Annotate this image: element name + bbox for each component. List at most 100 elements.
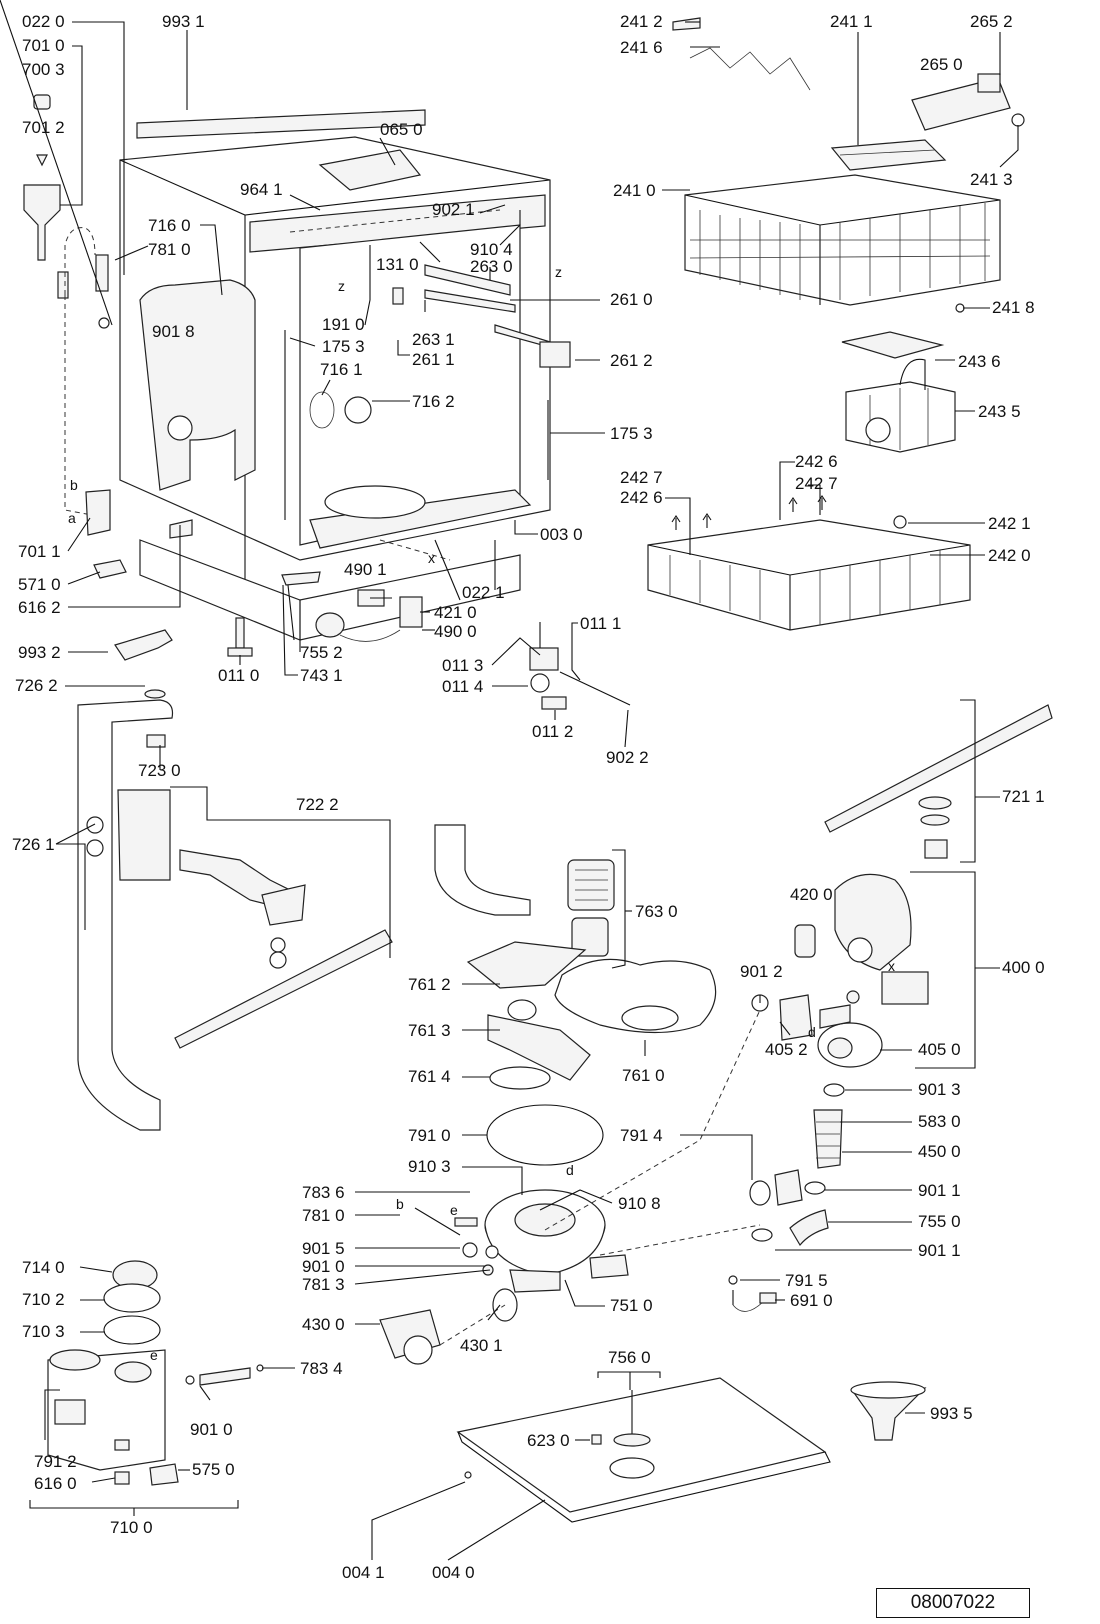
callout-400-0: 400 0 [1002, 958, 1045, 977]
callout-761-4: 761 4 [408, 1067, 451, 1086]
callout-910-4: 910 4 [470, 240, 513, 259]
letter-mark-a: a [68, 510, 76, 526]
letter-mark-x: x [428, 550, 435, 566]
callout-241-6: 241 6 [620, 38, 663, 57]
basket-assembly [647, 17, 1025, 631]
callout-716-2: 716 2 [412, 392, 455, 411]
callout-175-3b: 175 3 [610, 424, 653, 443]
sump-hole [324, 485, 426, 519]
callout-616-2: 616 2 [18, 598, 61, 617]
callout-710-2: 710 2 [22, 1290, 65, 1309]
callout-755-2: 755 2 [300, 643, 343, 662]
callout-781-3: 781 3 [302, 1275, 345, 1294]
callout-714-0: 714 0 [22, 1258, 65, 1277]
inlet-parts [23, 94, 321, 661]
callout-405-2: 405 2 [765, 1040, 808, 1059]
callout-761-3: 761 3 [408, 1021, 451, 1040]
spray-arm-assembly [77, 689, 1053, 1131]
hose-583-0 [813, 1109, 843, 1169]
callout-751-0: 751 0 [610, 1296, 653, 1315]
callout-701-0: 701 0 [22, 36, 65, 55]
callout-011-1: 011 1 [580, 614, 622, 633]
bracket-701-1 [85, 489, 111, 536]
funnel-993-5 [850, 1387, 927, 1441]
callout-583-0: 583 0 [918, 1112, 961, 1131]
callout-791-2: 791 2 [34, 1452, 77, 1471]
letter-mark-x: x [888, 958, 895, 974]
callout-964-1: 964 1 [240, 180, 283, 199]
callout-781-0: 781 0 [148, 240, 191, 259]
callout-901-8: 901 8 [152, 322, 195, 341]
callout-791-5: 791 5 [785, 1271, 828, 1290]
callout-761-2: 761 2 [408, 975, 451, 994]
callout-261-2: 261 2 [610, 351, 653, 370]
callout-191-0: 191 0 [322, 315, 365, 334]
pump-motor [834, 873, 912, 971]
callout-004-0: 004 0 [432, 1563, 475, 1582]
callout-710-3: 710 3 [22, 1322, 65, 1341]
callout-022-0: 022 0 [22, 12, 65, 31]
base-pan [456, 1377, 927, 1523]
callout-261-0: 261 0 [610, 290, 653, 309]
callout-701-1: 701 1 [18, 542, 61, 561]
callout-901-5: 901 5 [302, 1239, 345, 1258]
callout-421-0: 421 0 [434, 603, 477, 622]
callout-131-0: 131 0 [376, 255, 419, 274]
callout-901-0: 901 0 [302, 1257, 345, 1276]
lower-spray-arm [824, 704, 1053, 833]
callout-616-0: 616 0 [34, 1474, 77, 1493]
spray-inlet [344, 396, 372, 424]
callout-901-1a: 901 1 [918, 1181, 961, 1200]
callout-756-0: 756 0 [608, 1348, 651, 1367]
callout-242-0: 242 0 [988, 546, 1031, 565]
cutlery-lid [841, 331, 945, 359]
letter-mark-b: b [70, 477, 78, 493]
callout-701-2: 701 2 [22, 118, 65, 137]
upper-spray-arm [174, 929, 393, 1049]
callout-022-1: 022 1 [462, 583, 505, 602]
callout-763-0: 763 0 [635, 902, 678, 921]
callout-910-3: 910 3 [408, 1157, 451, 1176]
top-strip [136, 109, 426, 139]
callout-723-0: 723 0 [138, 761, 181, 780]
circulation-pump [728, 873, 929, 1312]
callout-722-2: 722 2 [296, 795, 339, 814]
front-top-rail [249, 194, 546, 253]
callout-783-6: 783 6 [302, 1183, 345, 1202]
callout-993-1: 993 1 [162, 12, 205, 31]
letter-mark-b: b [396, 1196, 404, 1212]
callout-265-2: 265 2 [970, 12, 1013, 31]
cutlery-basket [845, 381, 956, 453]
callout-902-2: 902 2 [606, 748, 649, 767]
callout-710-0: 710 0 [110, 1518, 153, 1537]
callout-791-4: 791 4 [620, 1126, 663, 1145]
callout-241-2: 241 2 [620, 12, 663, 31]
sensor-571-0 [93, 559, 127, 579]
callout-011-2: 011 2 [532, 722, 574, 741]
supply-tube [77, 699, 174, 1131]
callout-242-6a: 242 6 [620, 488, 663, 507]
letter-mark-e: e [450, 1202, 458, 1218]
callout-783-4: 783 4 [300, 1359, 343, 1378]
document-number: 08007022 [876, 1588, 1030, 1618]
callout-263-0: 263 0 [470, 257, 513, 276]
callout-901-0b: 901 0 [190, 1420, 233, 1439]
fine-filter [567, 859, 615, 911]
callout-241-8: 241 8 [992, 298, 1035, 317]
callout-263-1: 263 1 [412, 330, 455, 349]
callout-243-6: 243 6 [958, 352, 1001, 371]
filter-holder [487, 1014, 591, 1081]
leader-lines [0, 0, 1019, 1561]
callout-490-1: 490 1 [344, 560, 387, 579]
callout-993-5: 993 5 [930, 1404, 973, 1423]
callout-691-0: 691 0 [790, 1291, 833, 1310]
callout-623-0: 623 0 [527, 1431, 570, 1450]
callout-243-5: 243 5 [978, 402, 1021, 421]
callout-011-3: 011 3 [442, 656, 484, 675]
callout-241-1: 241 1 [830, 12, 873, 31]
coarse-filter [571, 917, 609, 957]
callout-743-1: 743 1 [300, 666, 343, 685]
callout-726-1: 726 1 [12, 835, 55, 854]
